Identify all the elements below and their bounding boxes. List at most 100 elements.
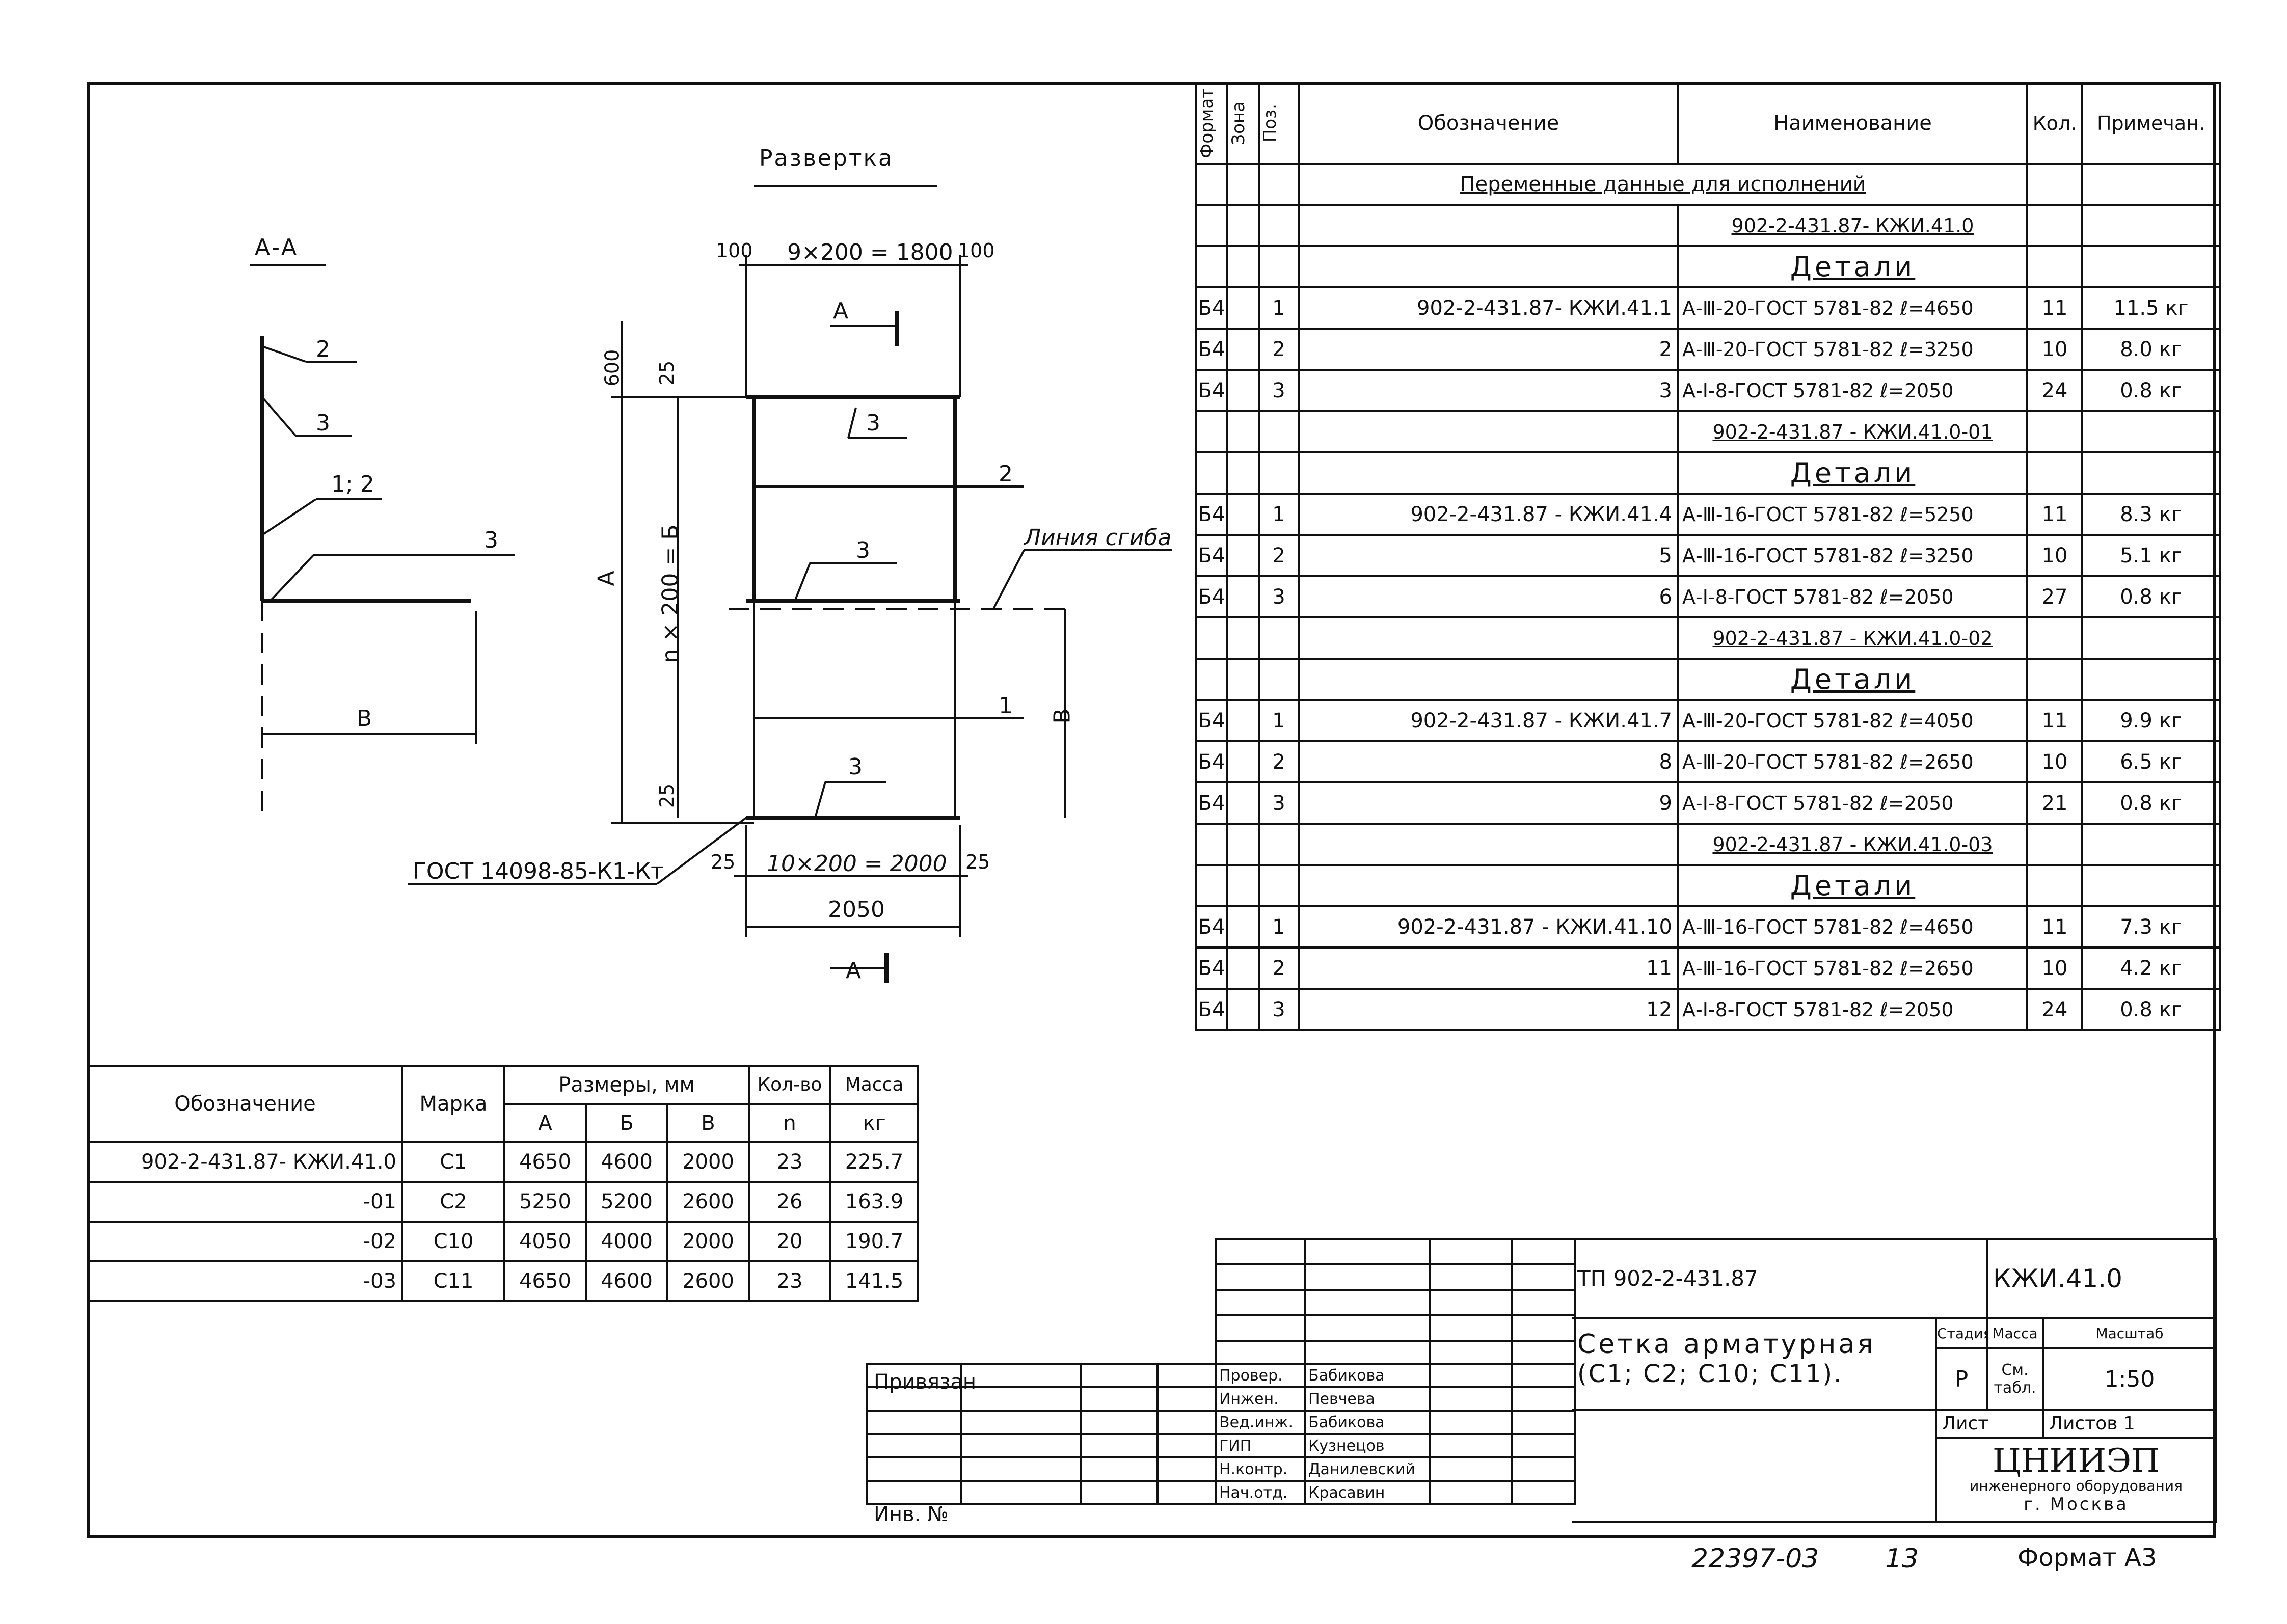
sheet-label: Лист — [1935, 1409, 2044, 1439]
signature-mark — [1429, 1363, 1513, 1388]
spec-designation: 902-2-431.87 - КЖИ.41.4 — [1298, 493, 1679, 536]
spec-note: 11.5 кг — [2081, 286, 2221, 330]
spec-qty: 24 — [2026, 988, 2083, 1031]
spec-qty: 24 — [2026, 369, 2083, 412]
marks-n: 23 — [748, 1260, 832, 1302]
marks-mark: С2 — [401, 1181, 505, 1223]
sheets-label: Листов 1 — [2041, 1409, 2218, 1439]
marks-a: 4050 — [503, 1221, 587, 1262]
pos-3b: 3 — [856, 537, 870, 563]
marks-mass: 190.7 — [829, 1221, 920, 1262]
spec-name: А-Ⅲ-20-ГОСТ 5781-82 ℓ=2650 — [1677, 740, 2028, 783]
spec-format: Б4 — [1195, 905, 1228, 949]
doc-number: 22397-03 — [1691, 1544, 1819, 1574]
spec-pos: 2 — [1258, 328, 1300, 371]
spec-section: Детали — [1677, 658, 2028, 701]
spec-name: А-Ⅲ-20-ГОСТ 5781-82 ℓ=3250 — [1677, 328, 2028, 371]
marks-header-count: Кол-во — [748, 1065, 832, 1105]
spec-note: 0.8 кг — [2081, 369, 2221, 412]
marks-mass: 225.7 — [829, 1141, 920, 1183]
spec-designation: 2 — [1298, 328, 1679, 371]
spec-variant: 902-2-431.87 - КЖИ.41.0-01 — [1677, 410, 2028, 453]
marks-mark: С1 — [401, 1141, 505, 1183]
spec-row: 902-2-431.87 - КЖИ.41.0-01 — [1195, 410, 2221, 453]
marks-header-n: n — [748, 1103, 832, 1143]
marks-designation: -01 — [87, 1181, 403, 1223]
spec-note: 0.8 кг — [2081, 988, 2221, 1031]
marks-header-mark: Марка — [401, 1065, 505, 1143]
sheet-format: Формат А3 — [2017, 1544, 2157, 1572]
spec-qty: 10 — [2026, 534, 2083, 577]
spec-section: Детали — [1677, 451, 2028, 495]
spec-format: Б4 — [1195, 534, 1228, 577]
marks-n: 26 — [748, 1181, 832, 1223]
spec-format: Б4 — [1195, 781, 1228, 825]
spec-designation: 5 — [1298, 534, 1679, 577]
marks-v: 2600 — [666, 1260, 750, 1302]
spec-qty: 10 — [2026, 946, 2083, 990]
spec-qty: 10 — [2026, 328, 2083, 371]
spec-pos: 3 — [1258, 575, 1300, 618]
spec-designation: 902-2-431.87 - КЖИ.41.7 — [1298, 699, 1679, 742]
header-designation: Обозначение — [1298, 82, 1679, 165]
spec-pos: 1 — [1258, 699, 1300, 742]
spec-section: Детали — [1677, 864, 2028, 907]
signature-role: Провер. — [1215, 1363, 1306, 1388]
spec-designation: 8 — [1298, 740, 1679, 783]
spec-row: Детали — [1195, 864, 2221, 907]
spec-title: Переменные данные для исполнений — [1298, 163, 2028, 206]
signature-name: Певчева — [1304, 1386, 1431, 1412]
marks-header-v: В — [666, 1103, 750, 1143]
label-dim-b-left: В — [357, 706, 372, 732]
marks-header-designation: Обозначение — [87, 1065, 403, 1143]
marks-header-a: А — [503, 1103, 587, 1143]
label-dim-a: А — [593, 571, 620, 586]
signature-name: Данилевский — [1304, 1456, 1431, 1482]
signature-row: Н.контр.Данилевский — [866, 1456, 1576, 1482]
spec-note: 8.3 кг — [2081, 493, 2221, 536]
spec-name: А-Ⅰ-8-ГОСТ 5781-82 ℓ=2050 — [1677, 369, 2028, 412]
spec-pos: 2 — [1258, 740, 1300, 783]
spec-qty: 10 — [2026, 740, 2083, 783]
title-block: ТП 902-2-431.87 КЖИ.41.0 Сетка арматурна… — [1572, 1238, 2218, 1523]
drawing-title: Сетка арматурная — [1577, 1329, 1876, 1360]
marks-v: 2000 — [666, 1221, 750, 1262]
spec-pos: 3 — [1258, 781, 1300, 825]
spec-pos: 3 — [1258, 369, 1300, 412]
mass-value: См. табл. — [1986, 1347, 2044, 1411]
label-n200: n × 200 = Б — [657, 524, 684, 663]
label-2: 2 — [316, 336, 330, 362]
spec-name: А-Ⅲ-16-ГОСТ 5781-82 ℓ=4650 — [1677, 905, 2028, 949]
spec-qty: 11 — [2026, 286, 2083, 330]
spec-name: А-Ⅲ-20-ГОСТ 5781-82 ℓ=4050 — [1677, 699, 2028, 742]
spec-name: А-Ⅲ-16-ГОСТ 5781-82 ℓ=3250 — [1677, 534, 2028, 577]
marks-n: 20 — [748, 1221, 832, 1262]
label-25a: 25 — [656, 360, 679, 386]
label-3b: 3 — [484, 527, 498, 553]
spec-section: Детали — [1677, 245, 2028, 288]
signature-role: ГИП — [1215, 1433, 1306, 1458]
spec-format: Б4 — [1195, 328, 1228, 371]
header-name: Наименование — [1677, 82, 2028, 165]
label-10x200: 10×200 = 2000 — [767, 851, 947, 877]
signature-mark — [1429, 1410, 1513, 1435]
signature-role: Нач.отд. — [1215, 1480, 1306, 1505]
spec-designation: 9 — [1298, 781, 1679, 825]
label-3a: 3 — [316, 410, 330, 436]
label-2050: 2050 — [828, 897, 885, 923]
label-100b: 100 — [958, 239, 995, 262]
spec-format: Б4 — [1195, 946, 1228, 990]
spec-pos: 3 — [1258, 988, 1300, 1031]
spec-pos: 1 — [1258, 493, 1300, 536]
leader-12 — [261, 498, 317, 536]
leader-gost — [656, 817, 747, 885]
spec-note: 0.8 кг — [2081, 781, 2221, 825]
spec-pos: 2 — [1258, 534, 1300, 577]
spec-designation: 3 — [1298, 369, 1679, 412]
marks-header-sizes: Размеры, мм — [503, 1065, 750, 1105]
marks-mark: С11 — [401, 1260, 505, 1302]
spec-note: 7.3 кг — [2081, 905, 2221, 949]
